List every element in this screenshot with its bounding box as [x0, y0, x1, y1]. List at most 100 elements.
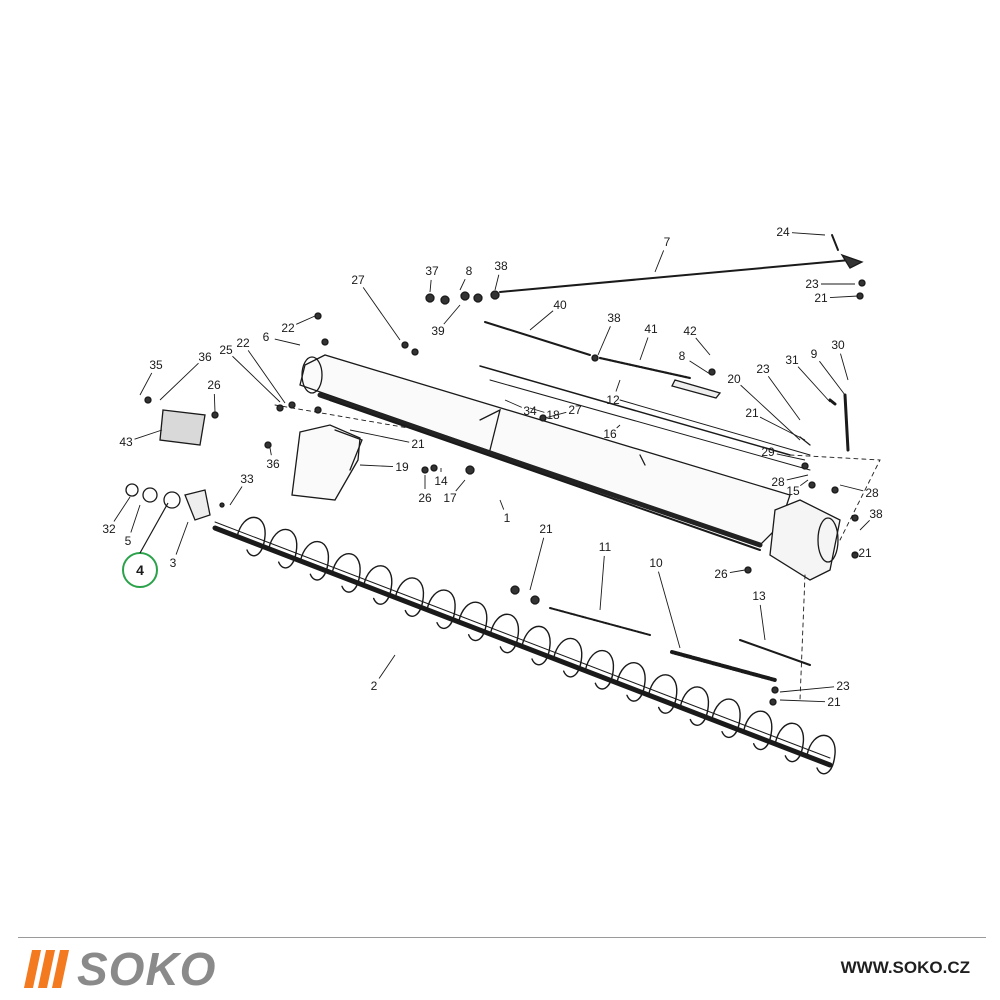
leader-line [229, 486, 243, 506]
callout-21: 21 [814, 291, 828, 305]
callout-21: 21 [411, 437, 425, 451]
threaded-rod [549, 607, 651, 636]
leader-line [759, 416, 806, 441]
leader-line [654, 250, 665, 273]
leader-line [455, 479, 466, 492]
callout-38: 38 [869, 507, 883, 521]
callout-23: 23 [805, 277, 819, 291]
callout-36: 36 [198, 350, 212, 364]
auger-flight [362, 565, 393, 605]
callout-29: 29 [761, 445, 775, 459]
auger-flight [584, 650, 615, 690]
leader-line [779, 699, 826, 703]
leader-line [247, 350, 286, 404]
callout-23: 23 [756, 362, 770, 376]
leader-line [494, 274, 500, 291]
callout-21: 21 [539, 522, 553, 536]
auger-flight [616, 662, 646, 702]
leader-line [786, 474, 809, 481]
callout-6: 6 [263, 330, 270, 344]
leader-line [443, 304, 461, 325]
callout-21: 21 [858, 546, 872, 560]
rods-group [479, 321, 850, 471]
bearing-parts [125, 483, 211, 521]
leader-line [429, 279, 432, 293]
auger-flight [457, 601, 488, 642]
leader-line [175, 521, 189, 555]
leader-line [759, 604, 766, 641]
callout-27: 27 [568, 403, 582, 417]
leader-line [799, 479, 809, 487]
auger-flight [521, 625, 551, 666]
auger-flight [647, 674, 678, 714]
trough-housing [299, 354, 841, 581]
leader-line [359, 464, 394, 468]
leader-line [689, 360, 711, 375]
callout-24: 24 [776, 225, 790, 239]
callout-7: 7 [664, 235, 671, 249]
callout-14: 14 [434, 474, 448, 488]
brand-logo: SOKO [23, 943, 217, 995]
callout-22: 22 [236, 336, 250, 350]
leader-line [274, 338, 301, 346]
auger-flight [711, 698, 741, 739]
leader-line [362, 287, 401, 341]
leader-line [859, 520, 870, 531]
leader-line [797, 366, 831, 403]
leader-line [695, 337, 711, 356]
leader-line [616, 424, 621, 429]
callout-9: 9 [811, 347, 818, 361]
callout-26: 26 [418, 491, 432, 505]
leader-line [113, 496, 131, 522]
callout-22: 22 [281, 321, 295, 335]
leader-line [615, 379, 621, 392]
leader-line [658, 571, 681, 649]
callout-11: 11 [599, 540, 612, 554]
callout-35: 35 [149, 358, 163, 372]
link-rod [739, 639, 811, 666]
callout-13: 13 [752, 589, 766, 603]
callout-23: 23 [836, 679, 850, 693]
leader-line [819, 360, 846, 396]
callout-20: 20 [727, 372, 741, 386]
brand-name: SOKO [77, 943, 217, 995]
tension-rod [499, 234, 864, 293]
auger-flight [489, 613, 520, 654]
leader-line [349, 429, 410, 443]
end-plate [159, 409, 363, 501]
leader-line [529, 537, 545, 591]
callout-38: 38 [494, 259, 508, 273]
website-url[interactable]: WWW.SOKO.CZ [840, 958, 970, 977]
leader-line [544, 411, 567, 419]
callout-41: 41 [644, 322, 658, 336]
callout-32: 32 [102, 522, 116, 536]
leader-line [213, 393, 216, 413]
callout-28: 28 [865, 486, 879, 500]
callout-21: 21 [745, 406, 759, 420]
callout-17: 17 [443, 491, 457, 505]
leader-line [232, 355, 281, 403]
callout-10: 10 [649, 556, 663, 570]
auger-flight [774, 722, 805, 763]
guide-lines [274, 404, 881, 701]
leader-line [767, 376, 801, 421]
spring [670, 650, 777, 682]
callout-38: 38 [607, 311, 621, 325]
leader-line [378, 654, 396, 679]
auger-flight [331, 553, 361, 593]
leader-line [459, 278, 466, 291]
callout-26: 26 [714, 567, 728, 581]
callout-12: 12 [606, 393, 620, 407]
leader-line [159, 362, 199, 401]
leader-line [269, 447, 272, 456]
callout-3: 3 [170, 556, 177, 570]
leader-line [499, 499, 505, 510]
auger-flights [236, 516, 836, 775]
auger-flight [267, 528, 298, 569]
auger-flight [552, 637, 583, 678]
leader-line [729, 569, 746, 573]
callout-39: 39 [431, 324, 445, 338]
callout-27: 27 [351, 273, 365, 287]
